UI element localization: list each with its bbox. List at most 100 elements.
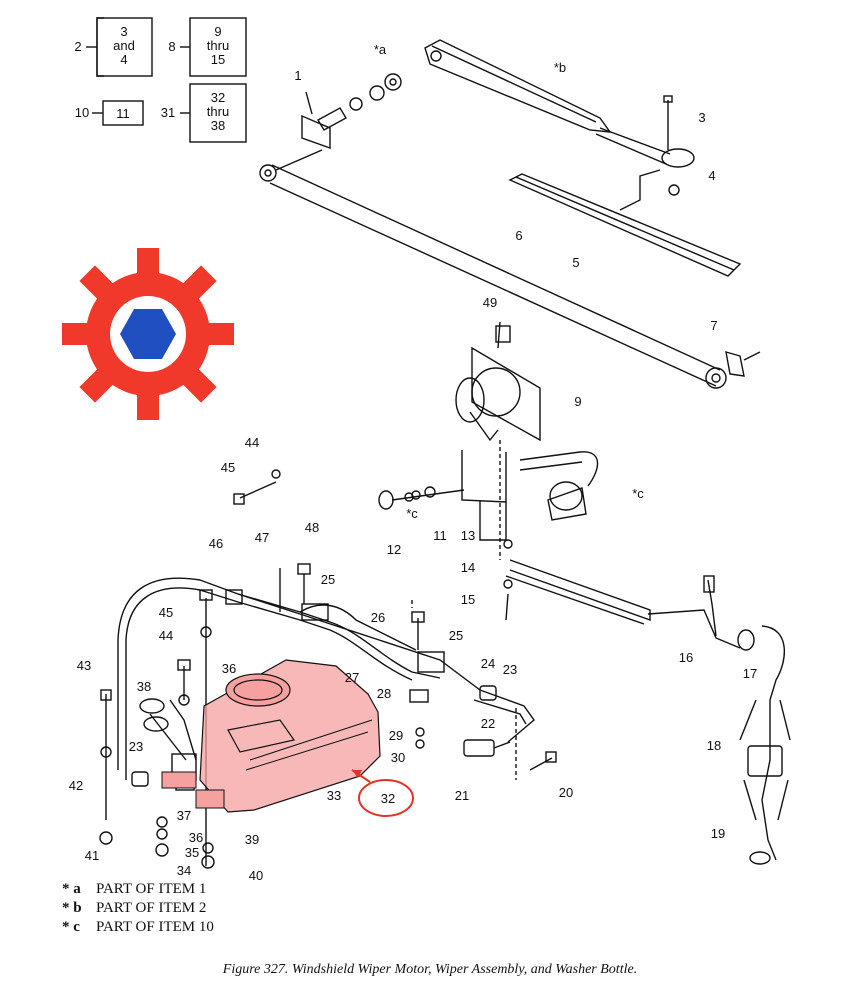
callout-number: 20 — [559, 785, 573, 800]
switch-21 — [463, 739, 511, 757]
callout-number: 6 — [515, 228, 522, 243]
box-ref-number: 8 — [168, 39, 175, 54]
callout-number: 3 — [698, 110, 705, 125]
legend-mark: * c — [62, 919, 80, 935]
callout-number: 43 — [77, 658, 91, 673]
callout-number: 40 — [249, 868, 263, 883]
legend-row: * c PART OF ITEM 10 — [62, 918, 214, 937]
hose-assembly — [503, 539, 755, 651]
box-text-line: 4 — [120, 52, 127, 67]
callout-number: 26 — [371, 610, 385, 625]
callout-number: 14 — [461, 560, 475, 575]
callout-number: 22 — [481, 716, 495, 731]
callout-number: 38 — [137, 679, 151, 694]
callout-number: 36 — [222, 661, 236, 676]
figure-caption: Figure 327. Windshield Wiper Motor, Wipe… — [222, 962, 638, 977]
bottle-hoses — [117, 577, 535, 780]
clamp-25 — [301, 603, 329, 621]
bolt-45-44 — [233, 469, 281, 505]
callout-number: 45 — [159, 605, 173, 620]
box-ref-number: 2 — [74, 39, 81, 54]
callout-number: 47 — [255, 530, 269, 545]
nut-4 — [668, 184, 680, 196]
legend-row: * a PART OF ITEM 1 — [62, 880, 214, 899]
screw-set-12 — [378, 486, 465, 510]
hardware-a — [317, 73, 402, 131]
callout-number: 9 — [574, 394, 581, 409]
callout-number: 27 — [345, 670, 359, 685]
callout-number: 1 — [294, 68, 301, 83]
wiper-blade — [508, 169, 742, 277]
callout-number: 15 — [461, 592, 475, 607]
callout-number: *b — [554, 60, 566, 75]
gear-hexagon-icon — [62, 248, 234, 420]
callout-number: 5 — [572, 255, 579, 270]
box-ref-number: 10 — [75, 105, 89, 120]
clip-7 — [725, 351, 761, 377]
callout-number: 18 — [707, 738, 721, 753]
callout-number: 35 — [185, 845, 199, 860]
callout-number: *c — [632, 486, 644, 501]
motor-cable — [519, 451, 599, 521]
callout-number: *c — [406, 506, 418, 521]
callout-number: 34 — [177, 863, 191, 878]
callout-number: 42 — [69, 778, 83, 793]
callout-number: 4 — [708, 168, 715, 183]
box-text-line: 15 — [211, 52, 225, 67]
box-text-line: thru — [207, 104, 229, 119]
callout-number: 32 — [381, 791, 395, 806]
callout-number: 33 — [327, 788, 341, 803]
callout-number: 49 — [483, 295, 497, 310]
callout-number: 23 — [503, 662, 517, 677]
wire-harness — [739, 625, 791, 865]
callout-number: *a — [374, 42, 387, 57]
callout-number: 16 — [679, 650, 693, 665]
callout-number: 24 — [481, 656, 495, 671]
box-text-line: 11 — [116, 106, 130, 121]
callout-number: 44 — [245, 435, 259, 450]
callout-number: 21 — [455, 788, 469, 803]
clamp-25b — [417, 651, 445, 673]
legend-mark: * a — [62, 881, 81, 897]
callout-number: 29 — [389, 728, 403, 743]
wiper-motor — [455, 321, 541, 541]
ref-box-31 — [180, 83, 247, 143]
callout-number: 36 — [189, 830, 203, 845]
callout-number: 7 — [710, 318, 717, 333]
legend-text: PART OF ITEM 10 — [96, 919, 214, 935]
callout-number: 17 — [743, 666, 757, 681]
ref-box-10 — [92, 100, 144, 126]
box-text-line: 32 — [211, 90, 225, 105]
callout-number: 12 — [387, 542, 401, 557]
legend-text: PART OF ITEM 1 — [96, 881, 207, 897]
callout-number: 25 — [321, 572, 335, 587]
callout-number: 11 — [433, 528, 447, 543]
callout-number: 13 — [461, 528, 475, 543]
connector-23 — [131, 685, 497, 787]
legend-mark: * b — [62, 900, 82, 916]
callout-number: 25 — [449, 628, 463, 643]
washer-bottle-highlight — [161, 659, 381, 813]
box-text-line: 3 — [120, 24, 127, 39]
box-text-line: and — [113, 38, 135, 53]
callout-number: 30 — [391, 750, 405, 765]
linkage-rod — [259, 149, 727, 389]
leader-dashes — [411, 440, 517, 780]
callout-number: 45 — [221, 460, 235, 475]
callout-number: 39 — [245, 832, 259, 847]
ref-box-2 — [86, 17, 153, 77]
callout-number: 46 — [209, 536, 223, 551]
callout-number: 48 — [305, 520, 319, 535]
ref-box-8 — [180, 17, 247, 77]
box-ref-number: 31 — [161, 105, 175, 120]
callout-number: 37 — [177, 808, 191, 823]
callout-number: 28 — [377, 686, 391, 701]
box-text-line: 9 — [214, 24, 221, 39]
wiper-arm — [424, 39, 695, 168]
clamp-28 — [409, 689, 429, 703]
box-text-line: 38 — [211, 118, 225, 133]
